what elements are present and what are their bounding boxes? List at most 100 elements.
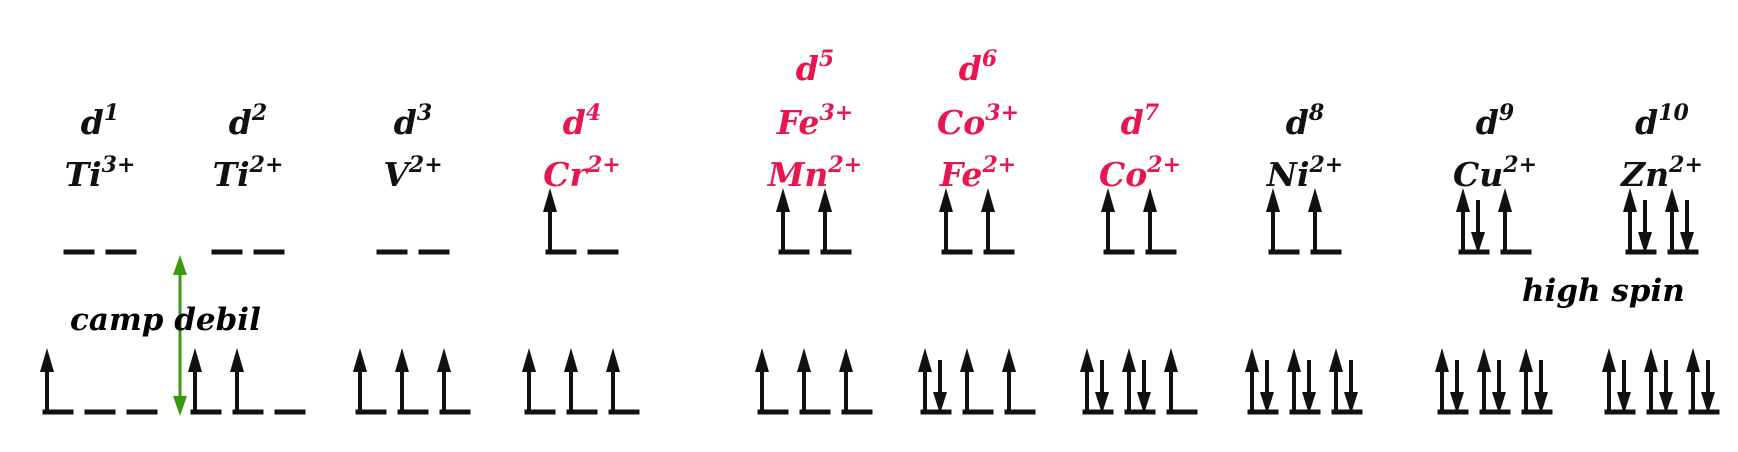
spin-up-arrow — [1080, 348, 1094, 412]
d-electron-count: d9 — [1475, 99, 1515, 142]
config-d1 — [40, 249, 158, 415]
spin-up-arrow — [1686, 348, 1700, 412]
orbital-level — [230, 348, 264, 415]
orbital-level — [395, 348, 429, 415]
spin-up-arrow — [818, 188, 832, 252]
orbital-level — [1519, 348, 1553, 415]
orbital-level — [606, 348, 640, 415]
d-electron-count: d10 — [1635, 99, 1689, 142]
spin-up-arrow — [188, 348, 202, 412]
orbital-level — [1602, 348, 1636, 415]
orbital-level — [1143, 188, 1177, 255]
orbital-level — [839, 348, 873, 415]
spin-down-arrow — [1680, 200, 1694, 254]
spin-up-arrow — [1245, 348, 1259, 412]
config-d7 — [1080, 188, 1198, 415]
orbital-level — [1477, 348, 1511, 415]
spin-up-arrow — [1623, 188, 1637, 252]
spin-down-arrow — [1659, 360, 1673, 414]
spin-up-arrow — [1477, 348, 1491, 412]
orbital-level — [543, 188, 577, 255]
spin-up-arrow — [1519, 348, 1533, 412]
orbital-level — [755, 348, 789, 415]
spin-down-arrow — [1701, 360, 1715, 414]
orbital-level — [1498, 188, 1532, 255]
d-electron-count: d3 — [393, 99, 433, 142]
config-d6 — [918, 188, 1036, 415]
spin-down-arrow — [1471, 200, 1485, 254]
spin-down-arrow — [1095, 360, 1109, 414]
spin-up-arrow — [1101, 188, 1115, 252]
spin-up-arrow — [353, 348, 367, 412]
ion-label: Co3+ — [936, 99, 1020, 142]
spin-up-arrow — [1122, 348, 1136, 412]
orbital-level — [939, 188, 973, 255]
orbital-level — [1435, 348, 1469, 415]
d-electron-count: d5 — [795, 45, 835, 88]
spin-down-arrow — [933, 360, 947, 414]
orbital-level — [1080, 348, 1114, 415]
orbital-level — [188, 348, 222, 415]
spin-up-arrow — [40, 348, 54, 412]
spin-up-arrow — [230, 348, 244, 412]
spin-up-arrow — [918, 348, 932, 412]
spin-down-arrow — [1344, 360, 1358, 414]
orbital-level — [1164, 348, 1198, 415]
ion-label: Ti2+ — [212, 151, 284, 194]
spin-up-arrow — [1002, 348, 1016, 412]
config-d9 — [1435, 188, 1553, 415]
spin-down-arrow — [1638, 200, 1652, 254]
d-electron-count: d4 — [562, 99, 602, 142]
orbital-level — [1245, 348, 1279, 415]
ion-label-secondary: Mn2+ — [767, 151, 863, 194]
orbital-level — [1665, 188, 1699, 255]
spin-up-arrow — [755, 348, 769, 412]
orbital-level — [1308, 188, 1342, 255]
ion-label: Zn2+ — [1621, 151, 1703, 194]
spin-up-arrow — [543, 188, 557, 252]
spin-up-arrow — [1266, 188, 1280, 252]
spin-up-arrow — [960, 348, 974, 412]
config-d10 — [1602, 188, 1720, 415]
spin-down-arrow — [1450, 360, 1464, 414]
orbital-level — [1623, 188, 1657, 255]
orbital-level — [918, 348, 952, 415]
config-d4 — [522, 188, 640, 415]
orbital-level — [818, 188, 852, 255]
spin-up-arrow — [1665, 188, 1679, 252]
field-strength-label: camp debil — [70, 302, 261, 338]
orbital-level — [1101, 188, 1135, 255]
spin-up-arrow — [1644, 348, 1658, 412]
d-electron-count: d1 — [80, 99, 120, 142]
config-d8 — [1245, 188, 1363, 415]
spin-up-arrow — [437, 348, 451, 412]
orbital-level — [1287, 348, 1321, 415]
ion-label: Cr2+ — [543, 151, 621, 194]
orbital-level — [797, 348, 831, 415]
spin-up-arrow — [1143, 188, 1157, 252]
spin-down-arrow — [1302, 360, 1316, 414]
ion-label: Cu2+ — [1452, 151, 1538, 194]
d-electron-count: d8 — [1285, 99, 1325, 142]
spin-up-arrow — [776, 188, 790, 252]
spin-up-arrow — [395, 348, 409, 412]
ion-label: Ni2+ — [1266, 151, 1344, 194]
orbital-level — [960, 348, 994, 415]
orbital-level — [1122, 348, 1156, 415]
spin-down-arrow — [1137, 360, 1151, 414]
spin-up-arrow — [564, 348, 578, 412]
orbital-level — [564, 348, 598, 415]
spin-up-arrow — [981, 188, 995, 252]
spin-up-arrow — [522, 348, 536, 412]
orbital-level — [776, 188, 810, 255]
spin-up-arrow — [1164, 348, 1178, 412]
orbital-level — [1456, 188, 1490, 255]
ion-label: Ti3+ — [64, 151, 136, 194]
orbital-level — [1002, 348, 1036, 415]
spin-up-arrow — [1435, 348, 1449, 412]
orbital-level — [40, 348, 74, 415]
orbital-level — [1686, 348, 1720, 415]
d-electron-count: d7 — [1120, 99, 1160, 142]
ion-label: Co2+ — [1098, 151, 1182, 194]
spin-down-arrow — [1617, 360, 1631, 414]
